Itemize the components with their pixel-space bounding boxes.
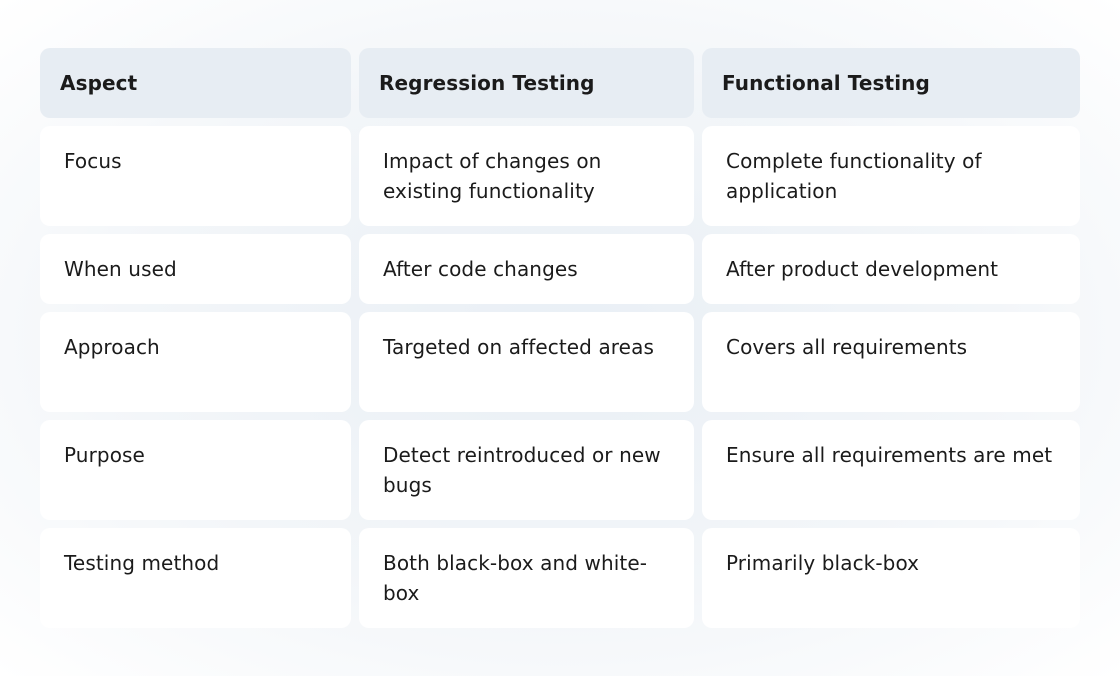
row-approach-aspect: Approach <box>40 312 351 412</box>
row-when-used-regression: After code changes <box>359 234 694 304</box>
row-focus-functional: Complete functionality of application <box>702 126 1080 226</box>
row-focus-aspect: Focus <box>40 126 351 226</box>
row-testing-method-regression: Both black-box and white-box <box>359 528 694 628</box>
header-functional-testing: Functional Testing <box>702 48 1080 118</box>
comparison-table: Aspect Regression Testing Functional Tes… <box>40 48 1080 628</box>
row-purpose-regression: Detect reintroduced or new bugs <box>359 420 694 520</box>
row-focus-regression: Impact of changes on existing functional… <box>359 126 694 226</box>
header-aspect: Aspect <box>40 48 351 118</box>
row-approach-functional: Covers all requirements <box>702 312 1080 412</box>
header-regression-testing: Regression Testing <box>359 48 694 118</box>
row-approach-regression: Targeted on affected areas <box>359 312 694 412</box>
row-testing-method-functional: Primarily black-box <box>702 528 1080 628</box>
row-testing-method-aspect: Testing method <box>40 528 351 628</box>
row-purpose-aspect: Purpose <box>40 420 351 520</box>
row-purpose-functional: Ensure all requirements are met <box>702 420 1080 520</box>
row-when-used-aspect: When used <box>40 234 351 304</box>
row-when-used-functional: After product development <box>702 234 1080 304</box>
